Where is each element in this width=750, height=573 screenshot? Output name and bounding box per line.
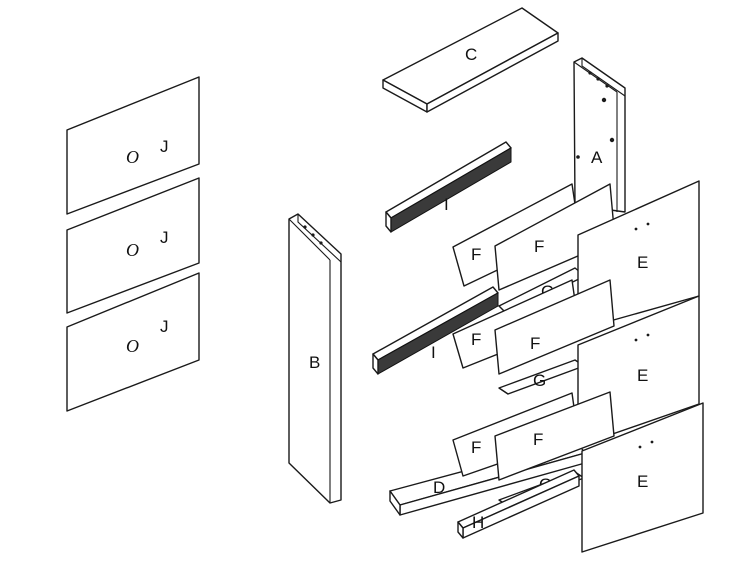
side-panel-b: B [288, 213, 342, 504]
drawer-front-j-bottom: O J [66, 272, 200, 412]
drawer-side-f [494, 391, 615, 481]
top-panel-c: C [382, 7, 559, 113]
part-label-e: E [637, 253, 648, 272]
part-label-f: F [530, 334, 540, 353]
part-label-f: F [471, 330, 481, 349]
rail-i-top: I [385, 141, 512, 233]
knob-hole-label: O [126, 240, 139, 260]
drawer-front-e [581, 402, 704, 553]
drawer-front-j-middle: O J [66, 177, 200, 314]
part-label-j: J [160, 317, 169, 336]
part-label-a: A [591, 148, 603, 167]
part-label-b: B [309, 353, 320, 372]
part-label-i: I [431, 343, 436, 362]
drawer-side-f [494, 279, 615, 375]
part-label-e: E [637, 366, 648, 385]
knob-hole-label: O [126, 336, 139, 356]
part-label-g: G [533, 371, 546, 390]
part-label-d: D [433, 478, 445, 497]
part-label-h: H [472, 513, 484, 532]
part-label-c: C [465, 45, 477, 64]
knob-hole-label: O [126, 147, 139, 167]
drawer-front-j-top: O J [66, 76, 200, 215]
part-label-f: F [471, 438, 481, 457]
part-label-f: F [533, 430, 543, 449]
rail-i-middle: I [372, 286, 499, 375]
part-label-j: J [160, 228, 169, 247]
side-panel-a: A [573, 57, 626, 213]
part-label-f: F [534, 237, 544, 256]
part-label-e: E [637, 472, 648, 491]
part-label-f: F [471, 245, 481, 264]
base-rail-h: H [457, 469, 580, 539]
part-label-i: I [444, 195, 449, 214]
part-label-j: J [160, 137, 169, 156]
